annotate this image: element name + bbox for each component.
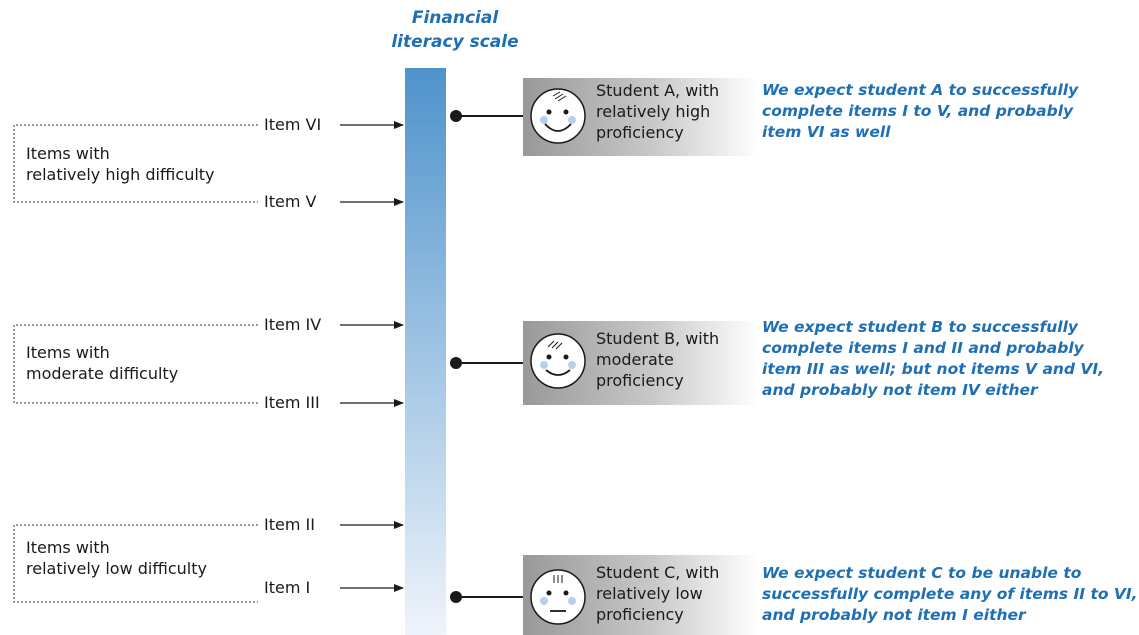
- student-a-label: Student A, with relatively high proficie…: [596, 80, 719, 143]
- student-a-expectation: We expect student A to successfully comp…: [762, 80, 1078, 143]
- smiling-face-icon: [530, 88, 586, 144]
- expectation-line: item III as well; but not items V and VI…: [762, 360, 1105, 378]
- group-bracket-high: [13, 124, 258, 203]
- expectation-line: and probably not item I either: [762, 606, 1026, 624]
- student-b-label: Student B, with moderate proficiency: [596, 328, 719, 391]
- scale-title-line: literacy scale: [391, 32, 519, 52]
- student-label-line: relatively low: [596, 584, 703, 603]
- smiling-face-icon: [530, 333, 586, 389]
- group-label-line: Items with: [26, 144, 110, 163]
- scale-title: Financial literacy scale: [355, 6, 555, 54]
- item-label-iv: Item IV: [264, 315, 322, 334]
- group-bracket-low: [13, 524, 258, 603]
- student-b-connector: [450, 357, 523, 369]
- item-label-i: Item I: [264, 578, 311, 597]
- group-label-line: moderate difficulty: [26, 364, 179, 383]
- group-label-line: relatively low difficulty: [26, 559, 207, 578]
- student-c-label: Student C, with relatively low proficien…: [596, 562, 719, 625]
- student-label-line: Student A, with: [596, 81, 720, 100]
- item-label-ii: Item II: [264, 515, 315, 534]
- student-a-connector: [450, 110, 523, 122]
- group-label-moderate: Items with moderate difficulty: [26, 342, 178, 384]
- expectation-line: We expect student C to be unable to: [762, 564, 1082, 582]
- group-label-line: Items with: [26, 343, 110, 362]
- neutral-face-icon: [530, 569, 586, 625]
- expectation-line: We expect student B to successfully: [762, 318, 1079, 336]
- student-label-line: proficiency: [596, 123, 684, 142]
- expectation-line: successfully complete any of items II to…: [762, 585, 1138, 603]
- student-label-line: Student B, with: [596, 329, 720, 348]
- group-bracket-moderate: [13, 324, 258, 404]
- group-label-low: Items with relatively low difficulty: [26, 537, 207, 579]
- student-b-expectation: We expect student B to successfully comp…: [762, 317, 1104, 401]
- financial-literacy-scale-bar: [405, 68, 446, 635]
- scale-title-line: Financial: [411, 8, 499, 28]
- student-label-line: Student C, with: [596, 563, 720, 582]
- item-label-iii: Item III: [264, 393, 320, 412]
- expectation-line: item VI as well: [762, 123, 891, 141]
- group-label-line: Items with: [26, 538, 110, 557]
- student-c-connector: [450, 591, 523, 603]
- student-c-expectation: We expect student C to be unable to succ…: [762, 563, 1138, 626]
- expectation-line: and probably not item IV either: [762, 381, 1038, 399]
- item-label-vi: Item VI: [264, 115, 322, 134]
- item-label-v: Item V: [264, 192, 317, 211]
- expectation-line: complete items I to V, and probably: [762, 102, 1074, 120]
- student-label-line: moderate: [596, 350, 674, 369]
- student-label-line: proficiency: [596, 371, 684, 390]
- student-label-line: relatively high: [596, 102, 711, 121]
- expectation-line: We expect student A to successfully: [762, 81, 1079, 99]
- group-label-high: Items with relatively high difficulty: [26, 143, 215, 185]
- expectation-line: complete items I and II and probably: [762, 339, 1084, 357]
- group-label-line: relatively high difficulty: [26, 165, 215, 184]
- student-label-line: proficiency: [596, 605, 684, 624]
